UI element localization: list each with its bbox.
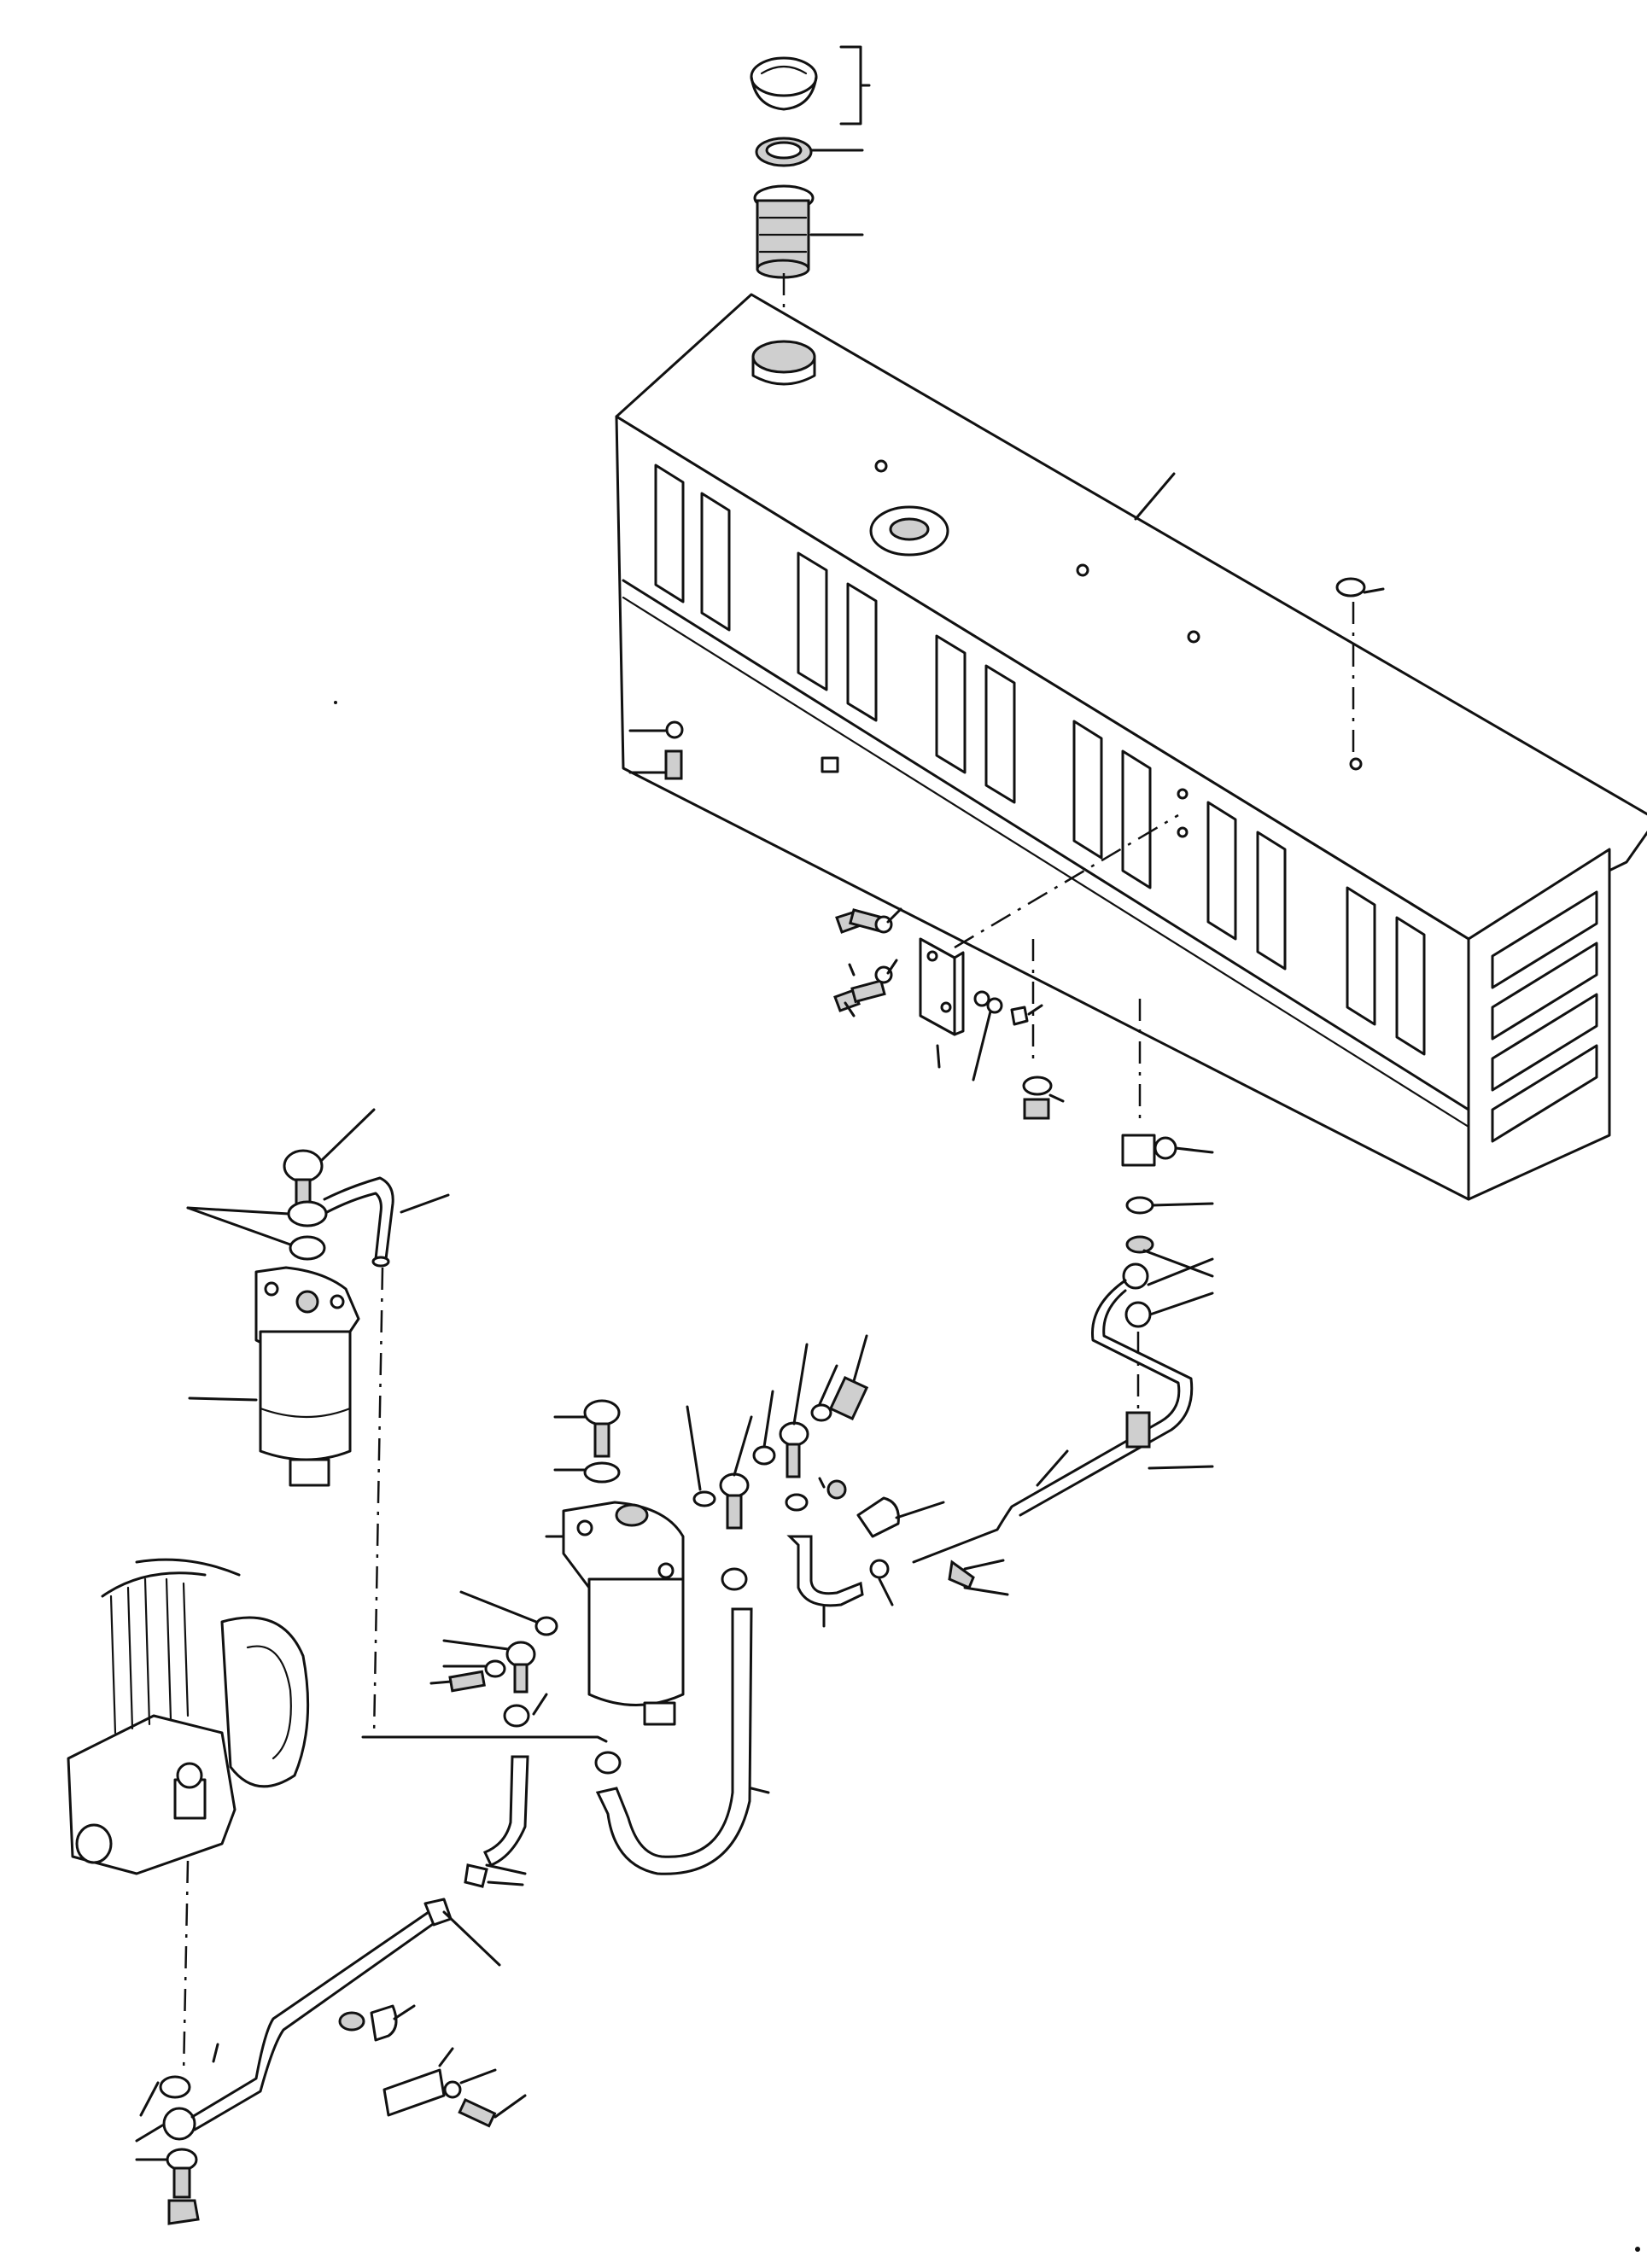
- bracket-bolts: [833, 907, 1043, 1082]
- filler-gasket: [755, 137, 813, 167]
- filler-cap: [750, 56, 818, 111]
- tank-drain-plug: [1335, 577, 1385, 760]
- filter-outlet-fittings: [686, 1334, 869, 1530]
- fuel-hose-lower: [464, 1755, 529, 1888]
- fuel-injection-pump: [67, 1558, 310, 2075]
- filler-cap-bracket: [839, 45, 871, 125]
- leader-tank: [1134, 472, 1176, 521]
- speck: [334, 701, 337, 704]
- pipe-clamp: [818, 1477, 1009, 1606]
- pump-return-pipe: [135, 1898, 501, 2225]
- fuel-tank: [615, 293, 1647, 1201]
- secondary-fuel-filter: [545, 1501, 685, 1726]
- eye-bolt: [283, 1108, 376, 1214]
- filter-top-bolt: [553, 1399, 621, 1484]
- tank-mounting-bracket: [919, 813, 1179, 1036]
- pipe-clamp-lower: [338, 2004, 527, 2128]
- fuel-hose: [594, 1535, 864, 1875]
- filler-strainer: [753, 184, 815, 279]
- fuel-return-pipe: [323, 1176, 608, 1743]
- speck: [1635, 2247, 1640, 2252]
- copper-washer: [186, 1200, 328, 1261]
- fuel-pipe-tank-to-filter: [912, 1257, 1214, 1564]
- primary-fuel-filter: [188, 1266, 360, 1487]
- filter-inlet-fittings: [429, 1590, 558, 1728]
- tank-side-bolt: [628, 720, 684, 780]
- fuel-cock: [1022, 939, 1214, 1278]
